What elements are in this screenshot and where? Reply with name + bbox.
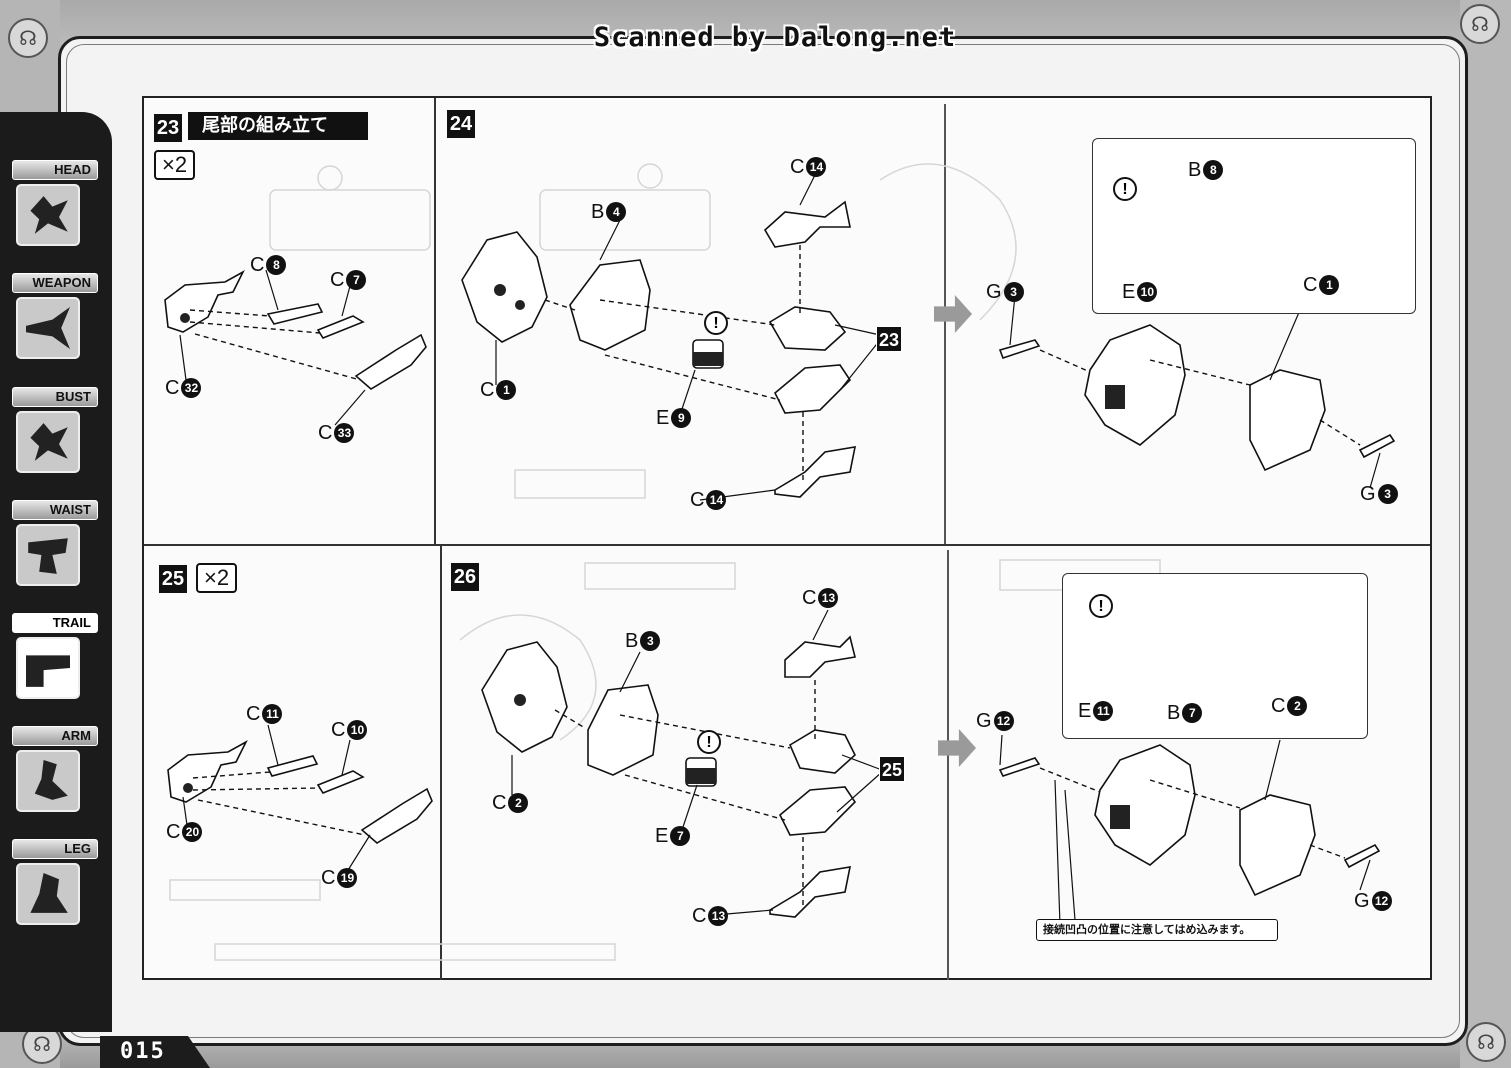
weapon-icon — [16, 297, 80, 359]
multiplier-badge: ×2 — [196, 563, 238, 593]
arm-icon — [16, 750, 80, 812]
waist-icon — [16, 524, 80, 586]
right-decoration — [1460, 0, 1511, 1068]
step-number: 23 — [154, 114, 182, 142]
step-number: 24 — [447, 110, 475, 138]
divider — [944, 104, 946, 544]
step-title: 尾部の組み立て — [188, 112, 368, 140]
divider — [434, 98, 436, 544]
sidebar-item-label: TRAIL — [12, 613, 98, 633]
sidebar-item-arm[interactable]: ARM — [10, 726, 102, 826]
section-sidebar: HEAD WEAPON BUST WAIST TRAIL ARM LEG — [0, 112, 112, 1032]
sidebar-item-weapon[interactable]: WEAPON — [10, 273, 102, 373]
sidebar-item-bust[interactable]: BUST — [10, 387, 102, 487]
page-number-badge — [100, 1036, 210, 1068]
caution-icon: ! — [704, 311, 728, 335]
caution-icon: ! — [1113, 177, 1137, 201]
step-number: 25 — [159, 565, 187, 593]
bust-icon — [16, 411, 80, 473]
sidebar-item-label: LEG — [12, 839, 98, 859]
sidebar-item-head[interactable]: HEAD — [10, 160, 102, 260]
caution-icon: ! — [697, 730, 721, 754]
step-reference: 25 — [879, 756, 905, 782]
sidebar-item-label: HEAD — [12, 160, 98, 180]
sidebar-item-label: WEAPON — [12, 273, 98, 293]
detail-inset-box — [1062, 573, 1368, 739]
page-number: 015 — [120, 1039, 166, 1064]
divider — [440, 544, 442, 980]
step-number: 26 — [451, 563, 479, 591]
sidebar-item-leg[interactable]: LEG — [10, 839, 102, 939]
trail-icon — [16, 637, 80, 699]
sidebar-item-label: WAIST — [12, 500, 98, 520]
sidebar-item-label: BUST — [12, 387, 98, 407]
corner-logo-icon: ☊ — [1466, 1022, 1506, 1062]
corner-logo-icon: ☊ — [1460, 4, 1500, 44]
assembly-note: 接続凹凸の位置に注意してはめ込みます。 — [1036, 919, 1278, 941]
divider — [144, 544, 1430, 546]
leg-icon — [16, 863, 80, 925]
corner-logo-icon: ☊ — [8, 18, 48, 58]
divider — [947, 550, 949, 980]
sidebar-item-trail[interactable]: TRAIL — [10, 613, 102, 713]
multiplier-badge: ×2 — [154, 150, 196, 180]
sidebar-item-label: ARM — [12, 726, 98, 746]
scan-credit: Scanned by Dalong.net — [593, 22, 957, 53]
sidebar-item-waist[interactable]: WAIST — [10, 500, 102, 600]
detail-inset-box — [1092, 138, 1416, 314]
step-reference: 23 — [876, 326, 902, 352]
head-icon — [16, 184, 80, 246]
caution-icon: ! — [1089, 594, 1113, 618]
